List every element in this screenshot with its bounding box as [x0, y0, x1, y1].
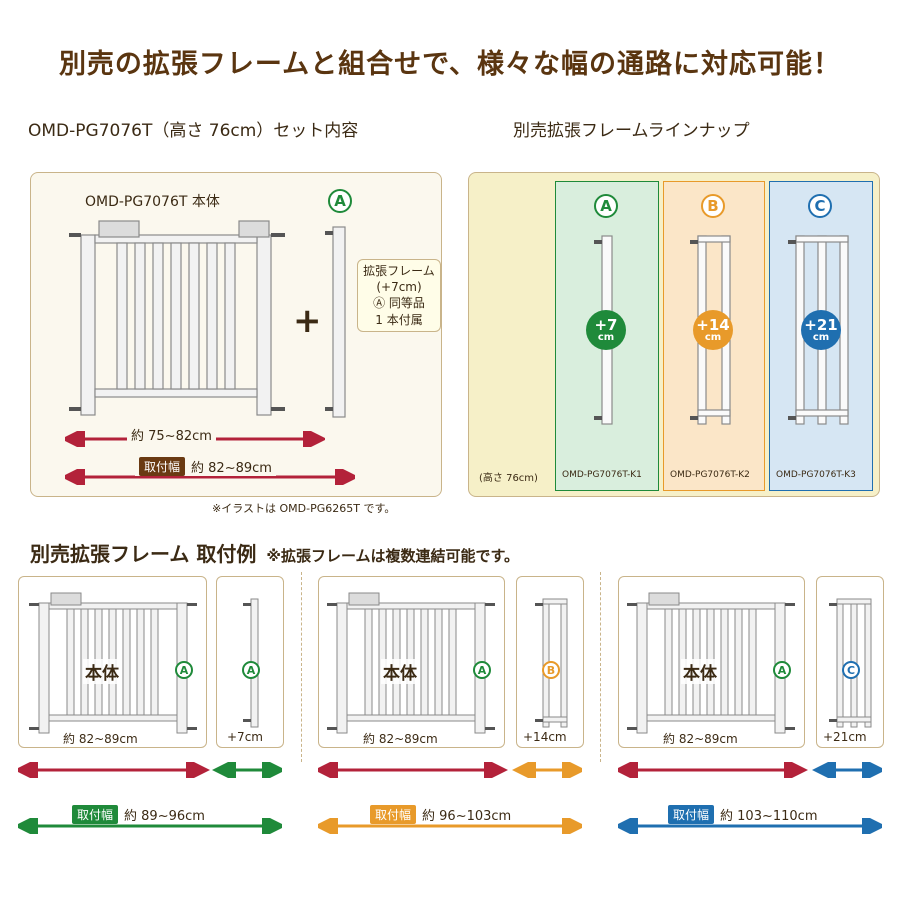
example-2-body-label: 本体: [381, 659, 419, 684]
lineup-height-note: (高さ 76cm): [479, 473, 538, 484]
included-frame-callout: 拡張フレーム (+7cm) Ⓐ 同等品 1 本付属: [357, 259, 441, 332]
example-3-mount-arrow: [618, 818, 882, 834]
lineup-panel: (高さ 76cm) A +7 cm OMD-PG7076T-K1 B: [468, 172, 880, 497]
k3-size-value: +21: [804, 315, 838, 334]
example-2-mount-arrow: [318, 818, 582, 834]
example-3-ext-letter: C: [842, 661, 860, 679]
example-divider-2: [600, 572, 601, 762]
k2-model-number: OMD-PG7076T-K2: [670, 470, 750, 480]
examples-heading-group: 別売拡張フレーム 取付例 ※拡張フレームは複数連結可能です。: [30, 538, 519, 567]
k2-size-unit: cm: [704, 331, 722, 343]
example-3-ext-box: C +21cm: [816, 576, 884, 748]
set-contents-heading: OMD-PG7076T（高さ 76cm）セット内容: [28, 121, 359, 141]
k1-model-number: OMD-PG7076T-K1: [562, 470, 642, 480]
k2-size-badge: +14 cm: [693, 310, 733, 350]
frame-a-badge: A: [328, 189, 352, 213]
example-3-body-width: 約 82~89cm: [663, 732, 738, 746]
gate-illustration: [69, 220, 285, 416]
example-3-width-arrows: [618, 762, 882, 778]
callout-line-1: 拡張フレーム: [363, 264, 435, 278]
example-1-mount-width: 約 89~96cm: [124, 809, 205, 824]
k3-model-number: OMD-PG7076T-K3: [776, 470, 856, 480]
example-2-body-letter: A: [473, 661, 491, 679]
k3-size-badge: +21 cm: [801, 310, 841, 350]
k1-letter-badge: A: [594, 194, 618, 218]
k3-letter-badge: C: [808, 194, 832, 218]
lineup-item-k2: B +14 cm OMD-PG7076T-K2: [663, 181, 765, 491]
k1-size-unit: cm: [597, 331, 615, 343]
example-3-body-box: 本体 A 約 82~89cm: [618, 576, 805, 748]
example-3-mount-group: 取付幅 約 103~110cm: [664, 805, 822, 824]
example-1-mount-group: 取付幅 約 89~96cm: [68, 805, 209, 824]
example-1-body-letter: A: [175, 661, 193, 679]
callout-line-3: Ⓐ 同等品: [373, 296, 425, 311]
k2-size-value: +14: [696, 315, 730, 334]
example-2-ext-box: B +14cm: [516, 576, 584, 748]
set-contents-panel: OMD-PG7076T 本体 + A: [30, 172, 442, 497]
mount-width-arrow: [65, 469, 355, 485]
k1-size-value: +7: [594, 315, 618, 334]
example-1-ext-box: A +7cm: [216, 576, 284, 748]
lineup-heading: 別売拡張フレームラインナップ: [513, 121, 750, 141]
example-divider-1: [301, 572, 302, 762]
extension-frame-illustration: [325, 226, 346, 418]
lineup-item-k1: A +7 cm OMD-PG7076T-K1: [555, 181, 659, 491]
callout-line-4: 1 本付属: [375, 312, 423, 327]
page-title: 別売の拡張フレームと組合せで、様々な幅の通路に対応可能！: [58, 49, 842, 80]
example-1-ext-letter: A: [242, 661, 260, 679]
example-1-body-label: 本体: [83, 659, 121, 684]
k1-size-badge: +7 cm: [586, 310, 626, 350]
example-3-mount-width: 約 103~110cm: [720, 809, 818, 824]
examples-note: ※拡張フレームは複数連結可能です。: [266, 547, 520, 565]
example-2-body-width: 約 82~89cm: [363, 732, 438, 746]
example-1-mount-badge: 取付幅: [72, 805, 119, 824]
k3-size-unit: cm: [812, 331, 830, 343]
body-width-label: 約 75~82cm: [127, 425, 216, 444]
example-1-width-arrows: [18, 762, 282, 778]
example-3-ext-width: +21cm: [823, 730, 867, 744]
callout-line-2: (+7cm): [376, 280, 422, 295]
example-2-mount-group: 取付幅 約 96~103cm: [366, 805, 516, 824]
example-1-ext-width: +7cm: [227, 730, 263, 744]
plus-sign: +: [293, 301, 322, 341]
examples-heading: 別売拡張フレーム 取付例: [30, 542, 257, 566]
example-3-body-letter: A: [773, 661, 791, 679]
example-2-width-arrows: [318, 762, 582, 778]
lineup-item-k3: C +21 cm OMD-PG7076T-K3: [769, 181, 873, 491]
example-3-body-label: 本体: [681, 659, 719, 684]
mount-width-label: 約 82~89cm: [191, 461, 272, 476]
example-2-ext-letter: B: [542, 661, 560, 679]
example-1-body-box: 本体 A 約 82~89cm: [18, 576, 207, 748]
mount-width-group: 取付幅 約 82~89cm: [135, 457, 276, 476]
illustration-note: ※イラストは OMD-PG6265T です。: [212, 502, 396, 515]
example-1-body-width: 約 82~89cm: [63, 732, 138, 746]
mount-width-badge: 取付幅: [139, 457, 186, 476]
k2-letter-badge: B: [701, 194, 725, 218]
example-2-ext-width: +14cm: [523, 730, 567, 744]
example-1-mount-arrow: [18, 818, 282, 834]
example-2-mount-width: 約 96~103cm: [422, 809, 512, 824]
main-unit-label: OMD-PG7076T 本体: [85, 194, 220, 210]
example-2-mount-badge: 取付幅: [370, 805, 417, 824]
example-3-mount-badge: 取付幅: [668, 805, 715, 824]
example-2-body-box: 本体 A 約 82~89cm: [318, 576, 505, 748]
